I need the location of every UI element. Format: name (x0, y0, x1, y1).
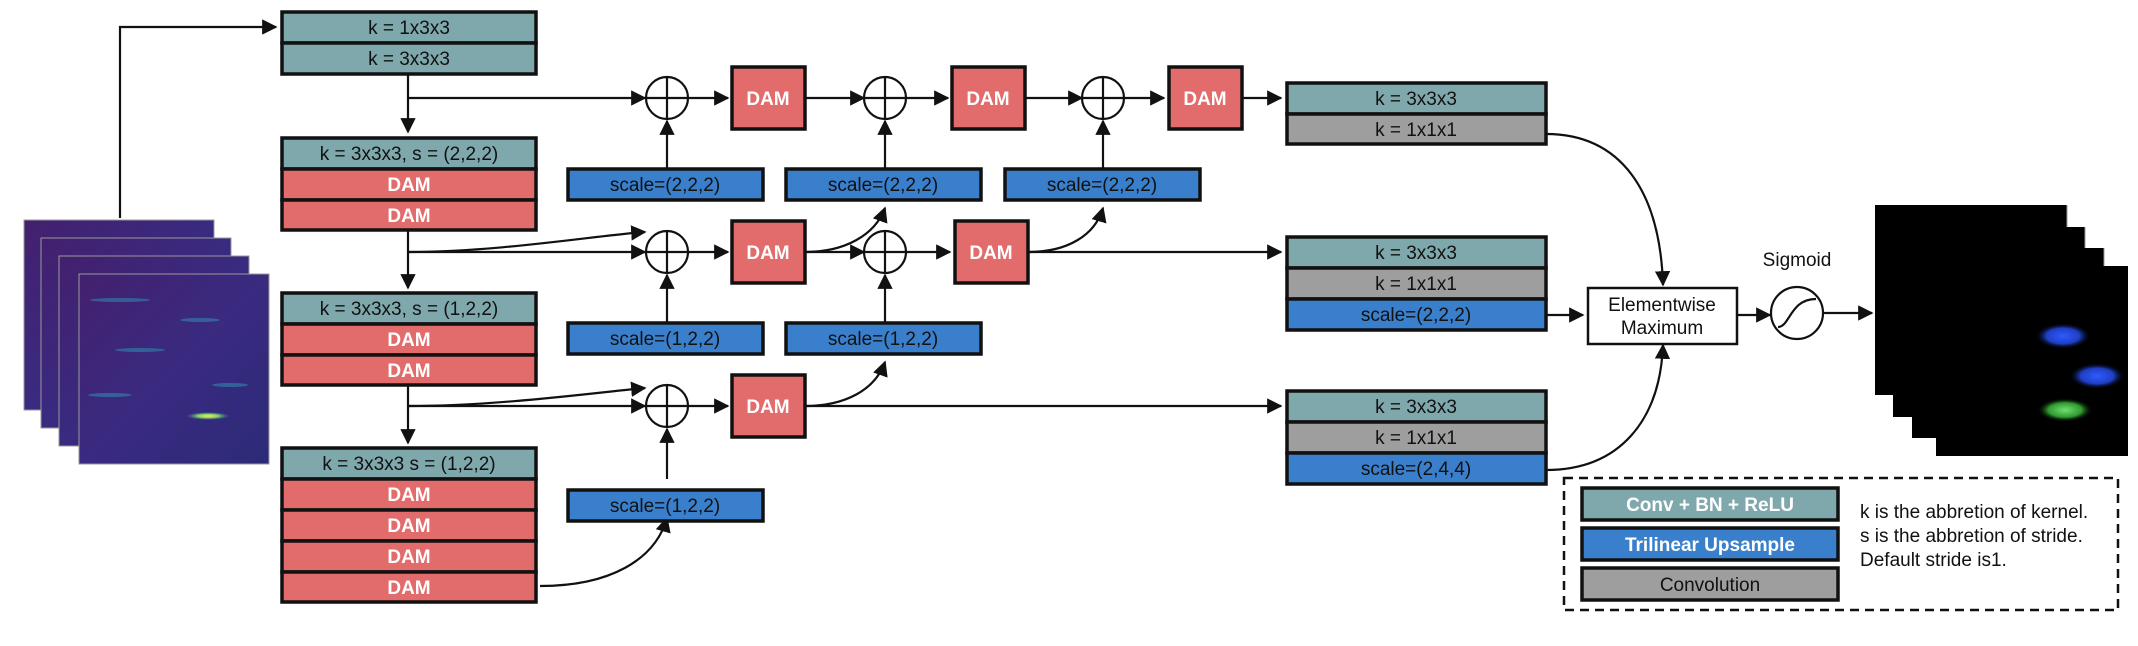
legend-item-convolution: Convolution (1660, 575, 1760, 596)
legend-item-conv-bn-relu: Conv + BN + ReLU (1626, 495, 1794, 516)
head-1: k = 3x3x3 k = 1x1x1 (1285, 81, 1548, 146)
upsample-r2-1: scale=(1,2,2) (610, 329, 720, 350)
connection-edges (118, 19, 1874, 588)
encoder-stage-2: k = 3x3x3, s = (2,2,2) DAM DAM (280, 136, 538, 232)
dam-blocks: DAM DAM DAM DAM DAM DAM (730, 65, 1244, 439)
upsample-r3-1: scale=(1,2,2) (610, 496, 720, 517)
encoder-stage-4-dam-2: DAM (387, 516, 430, 537)
dam-r1-1: DAM (746, 89, 789, 110)
upsample-r2-2: scale=(1,2,2) (828, 329, 938, 350)
upsample-r1-1: scale=(2,2,2) (610, 175, 720, 196)
encoder-stage-3-dam-2: DAM (387, 361, 430, 382)
head-1-pointwise: k = 1x1x1 (1375, 120, 1457, 141)
encoder-stage-4-dam-1: DAM (387, 485, 430, 506)
head-2-upsample: scale=(2,2,2) (1361, 305, 1471, 326)
encoder-stage-4: k = 3x3x3 s = (1,2,2) DAM DAM DAM DAM (280, 446, 538, 604)
encoder-stage-4-dam-4: DAM (387, 578, 430, 599)
encoder-stage-1-conv-b: k = 3x3x3 (368, 49, 450, 70)
encoder-stage-3-dam-1: DAM (387, 330, 430, 351)
sigmoid-curve-icon (1777, 297, 1817, 329)
dam-r1-2: DAM (966, 89, 1009, 110)
sum-junction-r1-3 (1080, 75, 1126, 121)
sum-junction-r2-1 (644, 229, 690, 275)
legend: Conv + BN + ReLU Trilinear Upsample Conv… (1562, 476, 2120, 612)
encoder-stage-1-conv-a: k = 1x3x3 (368, 18, 450, 39)
dam-r2-2: DAM (969, 243, 1012, 264)
sum-junctions (644, 75, 1126, 429)
sum-junction-r1-1 (644, 75, 690, 121)
encoder-stage-2-conv: k = 3x3x3, s = (2,2,2) (320, 144, 498, 165)
elementwise-maximum-node: Elementwise Maximum (1586, 286, 1739, 346)
encoder-stage-2-dam-2: DAM (387, 206, 430, 227)
encoder-stage-3: k = 3x3x3, s = (1,2,2) DAM DAM (280, 291, 538, 387)
encoder-stage-4-dam-3: DAM (387, 547, 430, 568)
upsample-r1-3: scale=(2,2,2) (1047, 175, 1157, 196)
legend-note-kernel: k is the abbretion of kernel. (1860, 502, 2088, 523)
upsample-r1-2: scale=(2,2,2) (828, 175, 938, 196)
encoder-stage-1: k = 1x3x3 k = 3x3x3 (280, 10, 538, 76)
head-1-conv: k = 3x3x3 (1375, 89, 1457, 110)
head-2-conv: k = 3x3x3 (1375, 243, 1457, 264)
dam-r1-3: DAM (1183, 89, 1226, 110)
encoder-stage-4-conv: k = 3x3x3 s = (1,2,2) (322, 454, 495, 475)
head-3-upsample: scale=(2,4,4) (1361, 459, 1471, 480)
encoder-stage-3-conv: k = 3x3x3, s = (1,2,2) (320, 299, 498, 320)
sum-junction-r1-2 (862, 75, 908, 121)
output-mask-image (1875, 205, 2128, 456)
sum-junction-r3-1 (644, 383, 690, 429)
encoder-stage-2-dam-1: DAM (387, 175, 430, 196)
fusion-line-1: Elementwise (1608, 295, 1716, 316)
head-3-conv: k = 3x3x3 (1375, 397, 1457, 418)
fusion-line-2: Maximum (1621, 318, 1703, 339)
head-3: k = 3x3x3 k = 1x1x1 scale=(2,4,4) (1285, 389, 1548, 486)
head-2-pointwise: k = 1x1x1 (1375, 274, 1457, 295)
dam-r2-1: DAM (746, 243, 789, 264)
head-3-pointwise: k = 1x1x1 (1375, 428, 1457, 449)
legend-item-trilinear-upsample: Trilinear Upsample (1625, 535, 1795, 556)
upsample-blocks: scale=(2,2,2) scale=(2,2,2) scale=(2,2,2… (566, 167, 1202, 523)
legend-note-stride: s is the abbretion of stride. (1860, 526, 2083, 547)
dam-r3-1: DAM (746, 397, 789, 418)
legend-note-default-stride: Default stride is1. (1860, 550, 2007, 571)
head-2: k = 3x3x3 k = 1x1x1 scale=(2,2,2) (1285, 235, 1548, 332)
sigmoid-label: Sigmoid (1763, 250, 1832, 271)
sum-junction-r2-2 (862, 229, 908, 275)
input-volume-image (23, 219, 270, 465)
sigmoid-node: Sigmoid (1763, 250, 1832, 341)
